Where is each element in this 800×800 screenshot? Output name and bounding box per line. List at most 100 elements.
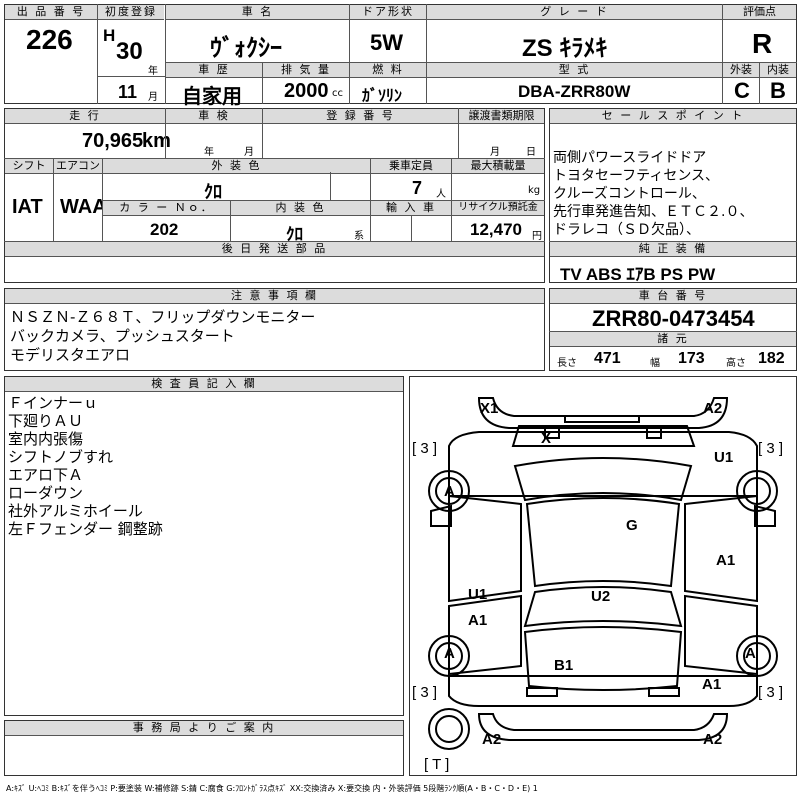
sales-line: 先行車発進告知、ＥＴＣ２.０、 [553,204,754,220]
fuel-label: 燃 料 [350,63,426,78]
inspection-label: 車 検 [166,109,262,124]
bracket-mark: [ T ] [424,756,450,773]
damage-mark: X1 [480,400,499,417]
reg-no-label: 登 録 番 号 [263,109,458,124]
inspector-line: Ｆインナーｕ [8,394,99,412]
load-unit: kg [528,185,541,196]
ac: WAA [60,196,107,218]
shift-label: シフト [5,159,53,174]
damage-mark: U1 [468,586,488,603]
inspector-line: ローダウン [8,484,84,502]
recycle-label: リサイクル預託金 [452,201,544,216]
damage-mark: A1 [716,552,736,569]
width-label: 幅 [650,358,660,369]
sales-line: トヨタセーフティセンス、 [553,168,720,184]
notes-line: バックカメラ、プッシュスタート [10,327,235,345]
reg-year: 30 [116,38,143,65]
damage-mark: A1 [702,676,722,693]
bracket-mark: [ 3 ] [758,684,784,701]
inspection-month-unit: 月 [244,147,254,158]
notes-line: モデリスタエアロ [10,346,131,364]
inspector-line: 下廻りＡＵ [8,412,84,430]
damage-mark: A2 [703,400,723,417]
damage-mark: X [541,430,552,447]
ac-label: エアコン [54,159,102,174]
color-no-label: カ ラ ー Ｎｏ． [103,201,230,216]
exterior-label: 外装 [723,63,759,78]
recycle-fee: 12,470 [470,220,522,239]
ext-color: ｸﾛ [204,182,222,202]
length-label: 長さ [557,358,577,369]
recycle-unit: 円 [532,231,542,242]
height: 182 [758,350,785,367]
damage-mark: A1 [468,612,488,629]
later-parts-label: 後 日 発 送 部 品 [5,242,544,257]
specs-label: 諸 元 [550,332,796,347]
damage-mark: A [444,483,455,500]
capacity-unit: 人 [436,189,446,200]
inspector-line: 左Ｆフェンダー 鋼整跡 [8,520,163,538]
equipment-label: 純 正 装 備 [550,242,796,257]
office-label: 事 務 局 よ り ご 案 内 [5,721,403,736]
interior-label: 内装 [760,63,796,78]
transfer-day: 日 [526,147,536,158]
model: DBA-ZRR80W [518,82,631,101]
displacement-unit: cc [332,88,343,99]
damage-mark: G [626,517,638,534]
mileage: 70,965 [82,130,144,152]
transfer-label: 譲渡書類期限 [459,109,544,124]
displacement-label: 排 気 量 [263,63,349,78]
grade-label: グ レ ー ド [427,5,722,20]
mileage-label: 走 行 [5,109,165,124]
inspector-label: 検 査 員 記 入 欄 [5,377,403,392]
equipment: TV ABS ｴｱB PS PW [560,265,716,284]
shift: IAT [12,196,43,218]
displacement: 2000 [284,80,329,102]
inspection-year-unit: 年 [204,147,214,158]
inspector-line: シフトノブすれ [8,448,114,466]
length: 471 [594,350,621,367]
notes-label: 注 意 事 項 欄 [5,289,544,304]
door-label: ドア形状 [350,5,426,20]
damage-mark: A2 [482,731,502,748]
year-unit: 年 [148,66,158,77]
chassis-label: 車 台 番 号 [550,289,796,304]
bracket-mark: [ 3 ] [412,684,438,701]
lot-number: 226 [26,24,73,55]
load-label: 最大積載量 [452,159,544,174]
damage-mark: A [444,645,455,662]
exterior-grade: C [734,78,750,103]
notes-line: ＮＳＺＮ-Ｚ６８Ｔ、フリップダウンモニター [10,308,316,326]
model-label: 型 式 [427,63,722,78]
color-no: 202 [150,220,179,239]
inspector-line: 社外アルミホイール [8,502,143,520]
sales-line: ドラレコ（ＳＤ欠品）、 [553,222,700,238]
history: 自家用 [182,86,242,108]
score-label: 評価点 [723,5,796,20]
era: H [103,26,116,45]
legend: A:ｷｽﾞ U:ﾍｺﾐ B:ｷｽﾞを伴うﾍｺﾐ P:要塗装 W:補修跡 S:錆 … [6,784,538,793]
capacity-label: 乗車定員 [371,159,451,174]
ext-color-label: 外 装 色 [103,159,370,174]
header-section [4,4,797,104]
fuel: ｶﾞｿﾘﾝ [362,88,403,105]
first-reg-label: 初度登録 [98,5,164,20]
bracket-mark: [ 3 ] [412,440,438,457]
inspector-section [4,376,404,716]
inspector-line: 室内内張傷 [8,430,84,448]
height-label: 高さ [726,358,746,369]
int-color-unit: 系 [354,231,364,242]
damage-mark: U2 [591,588,611,605]
grade: ZS ｷﾗﾒｷ [522,35,608,62]
damage-mark: A [745,645,756,662]
sales-line: クルーズコントロール、 [553,186,706,202]
damage-diagram [409,376,797,776]
damage-mark: B1 [554,657,574,674]
sales-line: 両側パワースライドドア [553,150,707,166]
month-unit: 月 [148,92,158,103]
int-color: ｸﾛ [286,225,303,244]
car-name-label: 車 名 [166,5,349,20]
interior-grade: B [770,78,786,103]
car-name: ｳﾞｫｸｼｰ [210,35,282,62]
capacity: 7 [412,178,423,198]
